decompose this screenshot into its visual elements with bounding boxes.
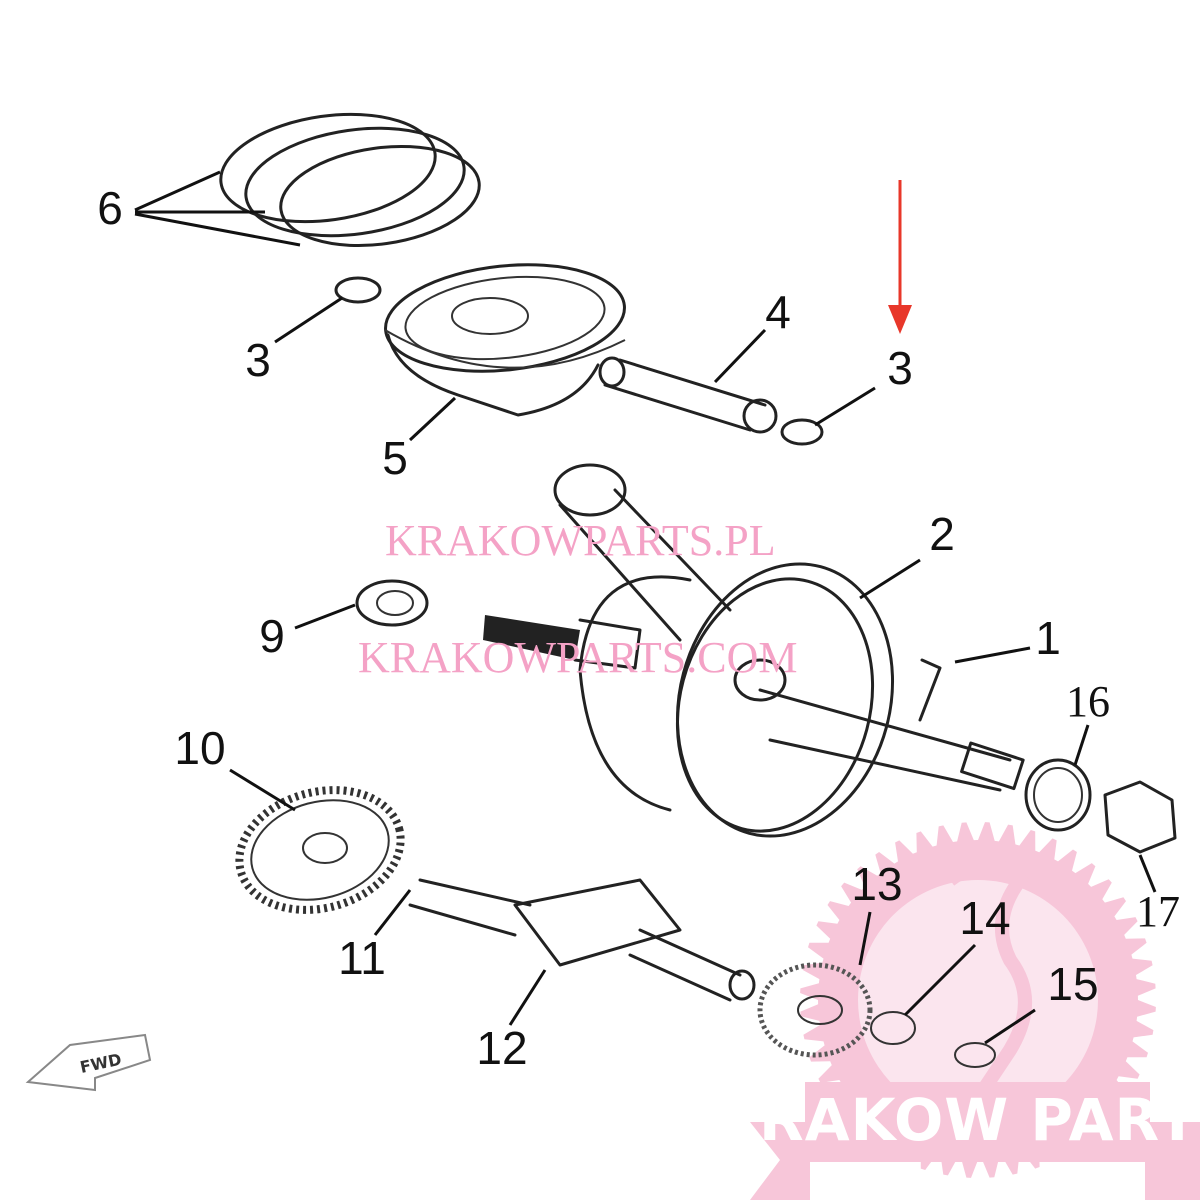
label-4: 4	[765, 286, 791, 338]
logo-banner	[805, 1082, 1150, 1162]
label-9: 9	[259, 610, 285, 662]
logo-ribbon-right	[1145, 1122, 1200, 1200]
label-17: 17	[1136, 887, 1180, 936]
balancer-shaft	[408, 878, 756, 1002]
watermark-com: KRAKOWPARTS.COM	[358, 633, 797, 682]
piston-pin	[598, 356, 778, 434]
lock-washer	[870, 1011, 916, 1045]
label-16: 16	[1066, 677, 1110, 726]
label-6: 6	[97, 182, 123, 234]
circlip-left	[334, 276, 382, 304]
label-12: 12	[476, 1022, 527, 1074]
label-10: 10	[174, 722, 225, 774]
circlip-right	[780, 418, 824, 446]
part-labels: 6 3 4 3 5 2 9 1 16 10 17 13 14 11 15 12	[97, 182, 1180, 1074]
label-13: 13	[851, 858, 902, 910]
leader-lines	[134, 170, 1157, 1045]
watermark-pl: KRAKOWPARTS.PL	[385, 516, 776, 565]
label-14: 14	[959, 892, 1010, 944]
label-2: 2	[929, 508, 955, 560]
logo-text: KRAKOW PARTS	[713, 1086, 1200, 1154]
forward-direction-marker: FWD	[25, 1033, 152, 1092]
label-5: 5	[382, 432, 408, 484]
balancer-gear	[757, 962, 873, 1058]
washer	[1024, 758, 1092, 832]
crankshaft	[483, 463, 1025, 838]
woodruff-key	[918, 658, 942, 722]
label-3-right: 3	[887, 342, 913, 394]
label-15: 15	[1047, 958, 1098, 1010]
nut	[1103, 780, 1177, 854]
highlight-arrow-icon	[888, 180, 912, 334]
logo-ribbon-left	[750, 1122, 810, 1200]
piston	[384, 263, 626, 417]
drive-gear	[235, 786, 405, 914]
krakow-parts-logo: KRAKOW PARTS	[713, 822, 1200, 1200]
oil-seal	[355, 579, 429, 627]
logo-dragon-area	[858, 880, 1098, 1120]
balancer-nut	[954, 1042, 996, 1068]
logo-dragon-icon	[945, 858, 1032, 1114]
piston-rings	[219, 112, 481, 248]
label-11: 11	[338, 932, 386, 984]
label-1: 1	[1035, 612, 1061, 664]
label-3-left: 3	[245, 334, 271, 386]
